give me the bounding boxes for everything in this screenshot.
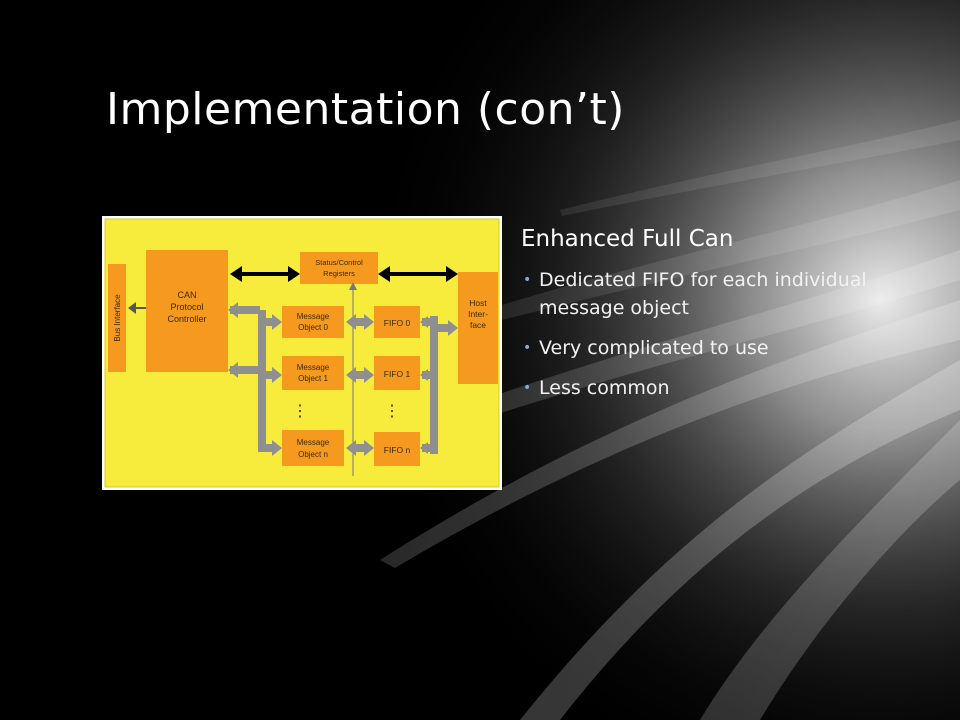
section-heading: Enhanced Full Can [521,226,734,252]
bus-arrow-left [128,302,136,314]
object-to-fifo-arrows [346,314,374,456]
bullet-icon: • [523,380,532,396]
fifo-n-label: FIFO n [384,445,411,455]
fifos-ellipsis: ⋮ [384,403,400,420]
message-object-n-line-2: Object n [298,450,328,459]
host-line-1: Host [469,298,487,308]
can-architecture-diagram: Bus Interface CAN Protocol Controller St… [102,216,502,490]
host-line-3: face [470,320,486,330]
fifo-0-label: FIFO 0 [384,318,411,328]
host-interface-block [458,272,498,384]
message-objects-ellipsis: ⋮ [292,403,308,420]
bullet-text: Dedicated FIFO for each individual messa… [539,269,867,319]
host-line-2: Inter- [468,309,488,319]
controller-line-1: CAN [177,290,196,300]
status-control-registers-block [300,252,378,284]
fifo-1-label: FIFO 1 [384,369,411,379]
fifo-1-block [374,356,420,390]
bullet-list: • Dedicated FIFO for each individual mess… [521,266,941,402]
registers-line-1: Status/Control [315,258,363,267]
registers-line-2: Registers [323,269,355,278]
message-object-1-line-1: Message [297,363,330,372]
message-object-0-line-2: Object 0 [298,323,328,332]
slide-title: Implementation (con’t) [106,84,625,135]
bullet-icon: • [523,272,532,288]
bus-interface-label: Bus Interface [113,294,122,342]
controller-line-2: Protocol [170,302,203,312]
message-object-n-block [282,430,344,466]
bus-interface-block [108,264,126,372]
fifo-to-host-arrows [420,316,458,454]
message-object-1-block [282,356,344,390]
controller-to-objects-arrows [228,302,282,456]
list-item: • Dedicated FIFO for each individual mess… [521,266,941,322]
message-object-1-line-2: Object 1 [298,374,328,383]
message-object-n-line-1: Message [297,438,330,447]
list-item: • Less common [521,374,941,402]
bullet-icon: • [523,340,532,356]
content-text-block: Enhanced Full Can • Dedicated FIFO for ea… [521,226,941,414]
controller-line-3: Controller [167,314,206,324]
bullet-text: Less common [539,377,670,399]
top-bus-arrows [230,266,458,282]
message-object-0-line-1: Message [297,312,330,321]
bullet-text: Very complicated to use [539,337,769,359]
can-controller-block [146,250,228,372]
fifo-0-block [374,306,420,338]
list-item: • Very complicated to use [521,334,941,362]
fifo-n-block [374,432,420,466]
message-object-0-block [282,306,344,338]
